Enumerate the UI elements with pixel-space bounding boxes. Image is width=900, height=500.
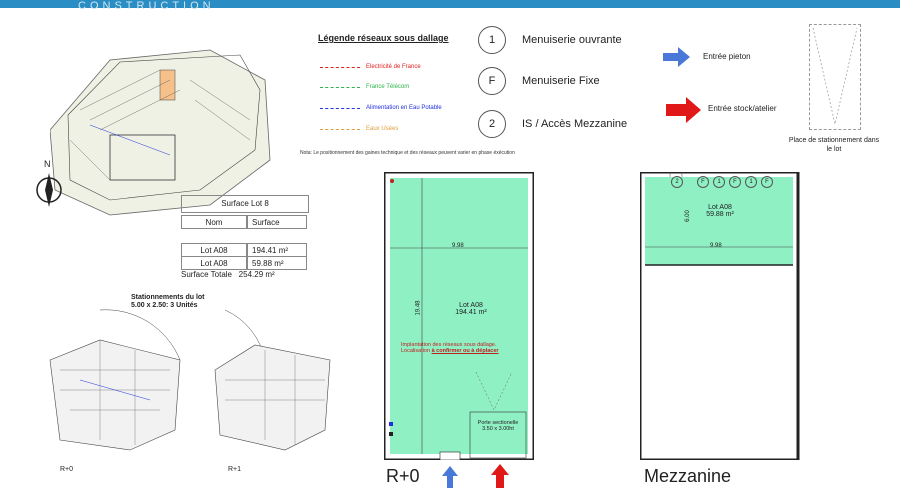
parking-spot-diagonals: [812, 27, 858, 125]
mezz-height-dim: 6.00: [684, 210, 691, 222]
mark-1: 1: [745, 176, 757, 188]
parking-label: Place de stationnement dans le lot: [788, 137, 880, 153]
arrow-label-stock: Entrée stock/atelier: [708, 104, 777, 113]
r0-title: R+0: [386, 466, 420, 486]
mark-f: F: [729, 176, 741, 188]
surface-total: Surface Totale 254.29 m²: [181, 270, 275, 279]
r0-network-note: Implantation des réseaux sous dallage.Lo…: [401, 342, 499, 354]
legend-item-eau-potable: Alimentation en Eau Potable: [320, 105, 442, 111]
arrow-right-red-icon: [666, 97, 701, 123]
legend-note: Nota: Le positionnement des gaines techn…: [300, 150, 515, 156]
legend-item-eaux-usees: Eaux Usées: [320, 126, 398, 132]
compass-icon: [36, 173, 62, 207]
arrow-right-blue-icon: [663, 47, 690, 67]
mark-1: 1: [713, 176, 725, 188]
mark-f: F: [697, 176, 709, 188]
mark-f: F: [761, 176, 773, 188]
mark-is: 2: [671, 176, 683, 188]
brand-name: CONSTRUCTION: [78, 0, 215, 12]
r0-width-dim: 9.98: [452, 243, 464, 249]
arrow-label-pieton: Entrée pieton: [703, 52, 751, 61]
site-parking-r0-label: R+0: [60, 466, 74, 473]
floor-plan-r0: [384, 172, 534, 460]
legend-title: Légende réseaux sous dallage: [318, 33, 449, 43]
legend-item-telecom: France Télécom: [320, 84, 409, 90]
mezz-title: Mezzanine: [644, 466, 732, 486]
site-plan: [50, 49, 271, 216]
arrow-up-blue-icon: [442, 466, 458, 488]
parking-spot: [809, 24, 861, 130]
arrow-up-red-icon: [491, 464, 509, 488]
north-label: N: [44, 159, 51, 169]
surface-table-title: Surface Lot 8: [181, 195, 309, 213]
mezz-menuiserie-marks: 2 F 1 F 1 F: [671, 176, 773, 188]
mezz-width-dim: 9.98: [710, 243, 722, 249]
r0-height-dim: 19.48: [415, 300, 422, 316]
top-banner: [0, 0, 900, 8]
legend-item-electricite: Electricité de France: [320, 64, 421, 70]
floor-plan-mezzanine: [640, 172, 800, 460]
site-plan-r1: [214, 309, 331, 451]
site-parking-r1-label: R+1: [228, 466, 242, 473]
site-plan-r0: [49, 309, 181, 451]
